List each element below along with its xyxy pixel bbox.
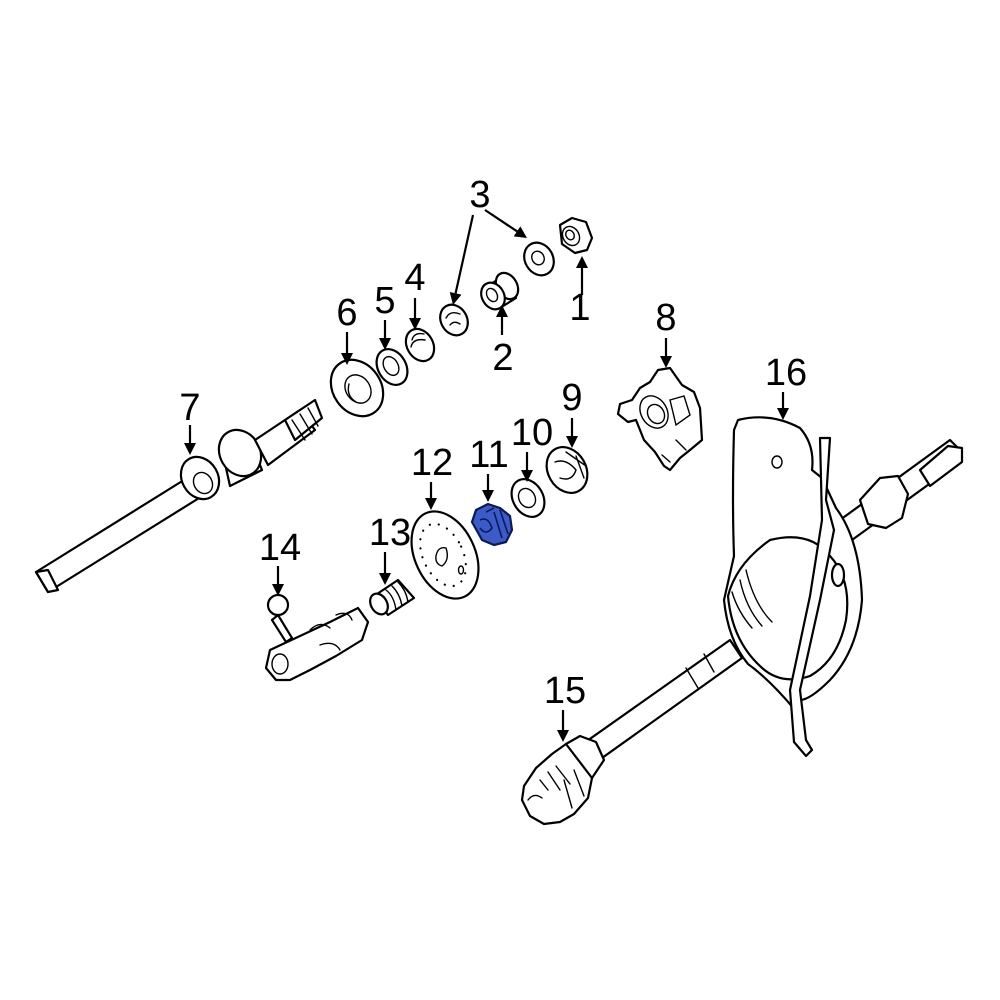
callout-number-3[interactable]: 3 <box>469 174 490 216</box>
callout-number-15[interactable]: 15 <box>544 670 586 712</box>
callout-number-10[interactable]: 10 <box>511 412 553 454</box>
callout-arrow-head-icon <box>379 573 391 585</box>
part-14-universal-joint[interactable] <box>264 593 370 682</box>
callout-arrow-head-icon <box>557 730 569 742</box>
part-1-nut[interactable] <box>558 216 594 255</box>
callout-number-14[interactable]: 14 <box>259 527 301 569</box>
callout-arrow-head-icon <box>409 318 421 330</box>
callout-number-7[interactable]: 7 <box>179 387 200 429</box>
callout-arrow-head-icon <box>184 443 196 455</box>
callout-number-1[interactable]: 1 <box>569 287 590 329</box>
part-5-bearing[interactable] <box>370 344 413 391</box>
part-16-steering-column-assembly[interactable] <box>558 416 964 780</box>
callout-number-13[interactable]: 13 <box>369 512 411 554</box>
callout-arrow-line <box>454 214 475 294</box>
part-7-shaft[interactable] <box>34 398 324 594</box>
part-3-spacer-a[interactable] <box>435 300 474 341</box>
callout-arrow-line <box>484 209 518 233</box>
callout-arrow-head-icon <box>379 338 391 350</box>
callout-arrow-head-icon <box>576 256 588 268</box>
callout-number-16[interactable]: 16 <box>765 352 807 394</box>
part-10-ring[interactable] <box>505 473 551 523</box>
callout-arrow-head-icon <box>449 291 462 305</box>
part-13-spring[interactable] <box>367 578 416 618</box>
callout-arrow-head-icon <box>777 408 789 420</box>
part-3-spacer-b[interactable] <box>518 237 559 280</box>
callout-number-2[interactable]: 2 <box>492 337 513 379</box>
callout-number-8[interactable]: 8 <box>655 297 676 339</box>
part-9-bearing-cap[interactable] <box>539 440 596 501</box>
callout-arrow-head-icon <box>496 305 508 317</box>
part-11-highlighted-sensor-ring[interactable] <box>470 502 514 547</box>
callout-number-6[interactable]: 6 <box>336 292 357 334</box>
part-2-bushing[interactable] <box>476 269 522 314</box>
part-15-lower-coupling[interactable] <box>520 734 606 826</box>
part-12-encoder-disc[interactable] <box>398 501 491 610</box>
callout-arrow-head-icon <box>341 353 353 365</box>
callout-number-4[interactable]: 4 <box>404 257 425 299</box>
part-6-bearing-washer[interactable] <box>320 350 394 427</box>
callout-arrow-head-icon <box>425 498 437 510</box>
callout-arrow-head-icon <box>566 436 578 448</box>
callout-number-9[interactable]: 9 <box>561 377 582 419</box>
callout-arrow-head-icon <box>272 584 284 596</box>
callout-arrow-head-icon <box>482 490 494 502</box>
callout-number-11[interactable]: 11 <box>469 434 508 476</box>
callout-number-5[interactable]: 5 <box>374 280 395 322</box>
part-8-housing[interactable] <box>616 366 704 472</box>
callout-arrow-head-icon <box>513 226 527 238</box>
callout-arrow-head-icon <box>660 356 672 368</box>
callout-number-12[interactable]: 12 <box>411 442 453 484</box>
callout-arrow-head-icon <box>521 470 533 482</box>
part-4-bearing-race[interactable] <box>400 324 440 366</box>
